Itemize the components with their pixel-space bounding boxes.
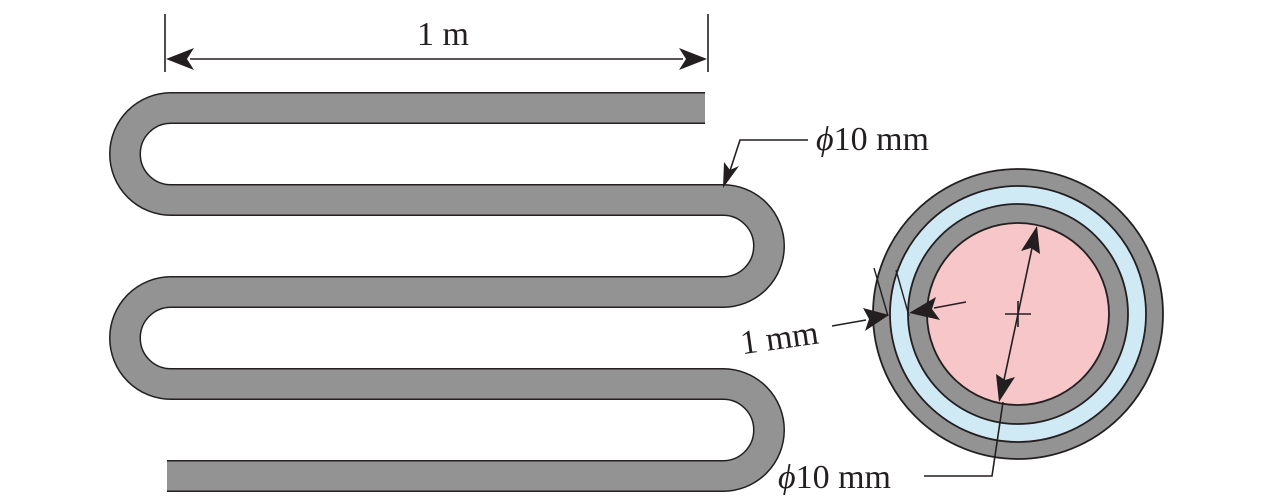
tube-diameter-label: ϕ10 mm (816, 121, 929, 158)
phi-symbol: ϕ (816, 121, 834, 158)
tube-diameter-value: 10 mm (834, 121, 929, 158)
tube-diameter-callout: ϕ10 mm (723, 121, 929, 188)
inner-diameter-label: ϕ10 mm (778, 459, 891, 496)
wall-guide-inner (895, 269, 910, 317)
inner-diameter-leader (924, 401, 1004, 477)
wall-guide-outer (873, 267, 889, 317)
serpentine-tube (109, 92, 785, 492)
wall-thickness-leader-left (831, 319, 867, 327)
length-label: 1 m (417, 16, 469, 53)
tube-diameter-leader (726, 139, 808, 181)
phi-symbol: ϕ (778, 459, 796, 496)
inner-diameter-dimension: ϕ10 mm (778, 226, 1040, 496)
inner-diameter-arrow-top (1021, 226, 1040, 254)
wall-thickness-arrow-left (863, 308, 889, 331)
dimension-arrow-left (166, 48, 194, 70)
dimension-arrow-right (679, 48, 707, 70)
length-dimension: 1 m (164, 14, 709, 72)
tube-diameter-arrowhead (723, 162, 739, 188)
wall-thickness-arrow-right (909, 297, 940, 320)
wall-thickness-leader-right (933, 301, 967, 309)
inner-diameter-value: 10 mm (796, 459, 891, 496)
inner-diameter-line (1003, 247, 1033, 381)
wall-thickness-label: 1 mm (738, 315, 821, 363)
serpentine-tube-body (110, 93, 784, 491)
inner-diameter-arrow-bottom (996, 374, 1015, 402)
